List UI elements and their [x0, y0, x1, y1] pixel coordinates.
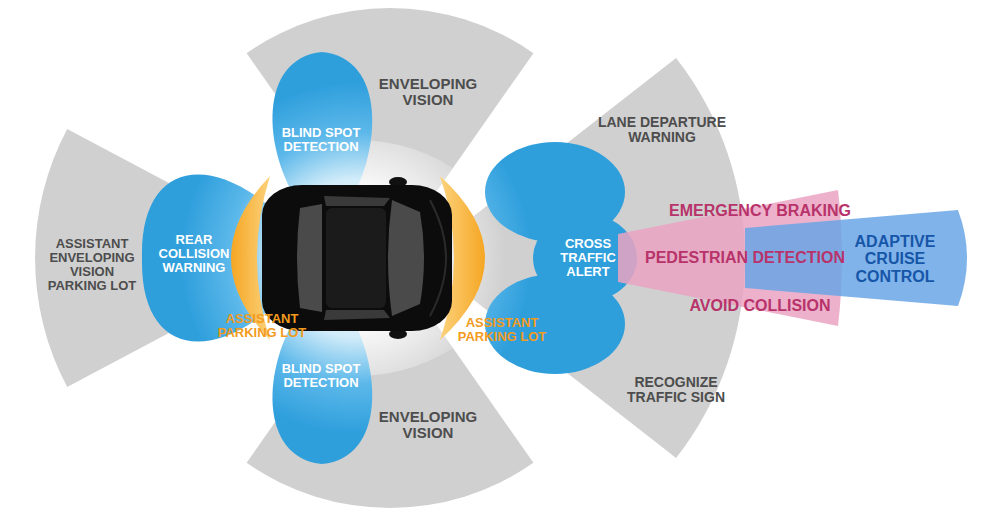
car-hood-line — [430, 200, 446, 316]
label-anchor: AVOID COLLISION — [630, 297, 890, 314]
zone-label: BLIND SPOT DETECTION — [271, 362, 371, 390]
label-anchor: ASSISTANT ENVELOPING VISION PARKING LOT — [43, 237, 141, 293]
label-anchor: REAR COLLISION WARNING — [150, 233, 238, 275]
sensor-zone: ENVELOPING VISION — [247, 8, 534, 208]
car-body — [262, 185, 452, 331]
sensor-zone: ASSISTANT PARKING LOT — [440, 176, 530, 340]
label-anchor: CROSS TRAFFIC ALERT — [552, 237, 624, 279]
label-anchor: RECOGNIZE TRAFFIC SIGN — [605, 375, 747, 405]
zone-label: BLIND SPOT DETECTION — [271, 126, 371, 154]
zone-label: LANE DEPARTURE WARNING — [591, 115, 733, 145]
car-rear-window — [297, 204, 322, 312]
zone-label: PEDESTRIAN DETECTION — [615, 249, 875, 266]
zone-label: ENVELOPING VISION — [369, 76, 487, 108]
zone-label: ASSISTANT PARKING LOT — [214, 312, 310, 340]
label-anchor: LANE DEPARTURE WARNING — [591, 115, 733, 145]
sensor-zone: PEDESTRIAN DETECTION — [618, 234, 846, 282]
label-anchor: ASSISTANT PARKING LOT — [214, 312, 310, 340]
sensor-zone: EMERGENCY BRAKING — [618, 190, 846, 230]
zone-label: EMERGENCY BRAKING — [630, 202, 890, 219]
car-side-window — [324, 310, 390, 320]
zone-label: CROSS TRAFFIC ALERT — [552, 237, 624, 279]
label-anchor: BLIND SPOT DETECTION — [271, 362, 371, 390]
label-anchor: EMERGENCY BRAKING — [630, 202, 890, 219]
sensor-zone: BLIND SPOT DETECTION — [262, 52, 386, 205]
zone-label: AVOID COLLISION — [630, 297, 890, 314]
car-roof — [326, 208, 386, 308]
label-anchor: ENVELOPING VISION — [369, 409, 487, 441]
sensor-zone: AVOID COLLISION — [618, 282, 846, 326]
label-anchor: ENVELOPING VISION — [369, 76, 487, 108]
label-anchor: BLIND SPOT DETECTION — [271, 126, 371, 154]
zone-label: ENVELOPING VISION — [369, 409, 487, 441]
zone-label: REAR COLLISION WARNING — [150, 233, 238, 275]
zone-label: ADAPTIVE CRUISE CONTROL — [842, 233, 948, 285]
zone-label: RECOGNIZE TRAFFIC SIGN — [605, 375, 747, 405]
label-anchor: ASSISTANT PARKING LOT — [454, 316, 550, 344]
car-windshield — [388, 200, 424, 316]
zone-label: ASSISTANT ENVELOPING VISION PARKING LOT — [43, 237, 141, 293]
label-anchor: ADAPTIVE CRUISE CONTROL — [842, 233, 948, 285]
zone-label: ASSISTANT PARKING LOT — [454, 316, 550, 344]
label-anchor: PEDESTRIAN DETECTION — [615, 249, 875, 266]
car-side-window — [324, 196, 390, 206]
